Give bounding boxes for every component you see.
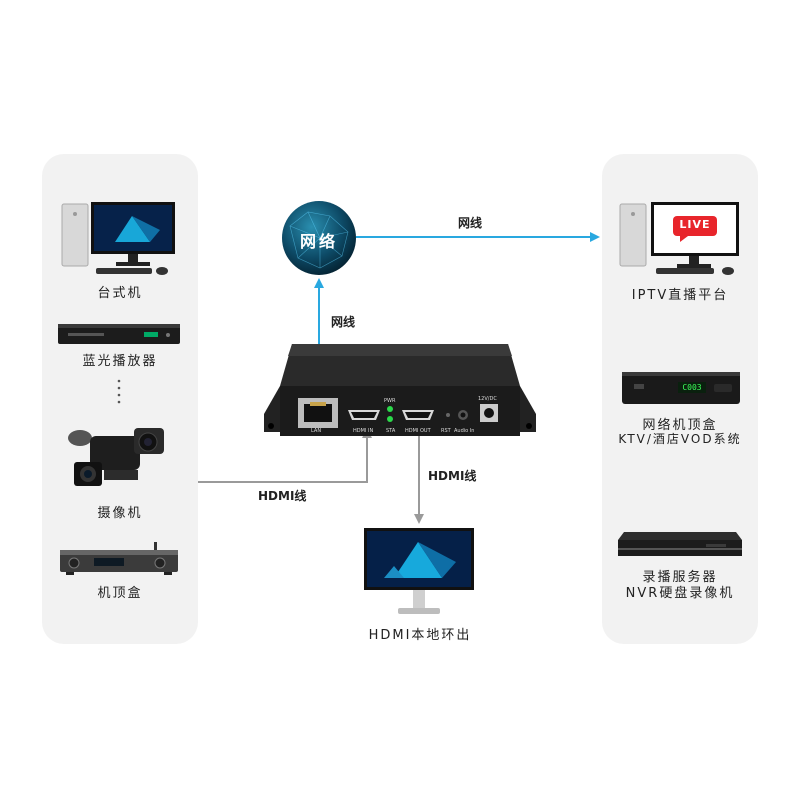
edge-hdmi-in — [198, 428, 372, 483]
left-device-label-camera: 摄像机 — [97, 506, 143, 521]
port-label-power: 12V/DC — [478, 396, 497, 402]
monitor-label: HDMI本地环出 — [368, 628, 472, 643]
port-label-sta: STA — [386, 428, 396, 434]
right-device-label-stb-line1: 网络机顶盒 — [642, 418, 718, 433]
set-top-box-icon — [60, 542, 178, 576]
edge-label-network-to-iptv: 网线 — [458, 216, 483, 230]
right-device-label-stb-line2: KTV/酒店VOD系统 — [618, 432, 742, 446]
network-stb-icon — [622, 370, 740, 406]
desktop-pc-icon — [60, 202, 180, 278]
right-device-label-nvr-line1: 录播服务器 — [642, 570, 718, 585]
port-label-pwr: PWR — [384, 398, 396, 404]
left-device-label-desktop: 台式机 — [97, 286, 143, 301]
more-devices-dots — [114, 378, 124, 412]
port-label-hdmi-out: HDMI OUT — [405, 428, 431, 434]
network-label: 网络 — [299, 232, 338, 251]
video-camera-icon — [64, 420, 172, 492]
port-label-rst: RST — [441, 428, 451, 434]
live-badge: LIVE — [679, 218, 711, 231]
monitor-icon — [364, 528, 474, 618]
left-device-label-bluray: 蓝光播放器 — [82, 354, 158, 369]
port-label-audio-in: Audio In — [454, 428, 475, 434]
edge-label-encoder-to-network: 网线 — [331, 315, 356, 329]
network-globe-icon — [280, 198, 358, 278]
port-label-lan: LAN — [311, 428, 322, 434]
edge-label-hdmi-in: HDMI线 — [258, 489, 307, 503]
live-desktop-icon — [618, 202, 742, 278]
bluray-player-icon — [58, 320, 180, 346]
hdmi-encoder-device: LAN PWR STA HDMI IN HDMI OUT RST Audio I… — [262, 340, 538, 440]
left-device-label-stb: 机顶盒 — [97, 586, 143, 601]
nvr-recorder-icon — [616, 530, 744, 560]
right-device-label-iptv: IPTV直播平台 — [631, 288, 729, 303]
right-device-label-nvr-line2: NVR硬盘录像机 — [625, 586, 735, 601]
stb-display: C003 — [682, 383, 702, 392]
port-label-hdmi-in: HDMI IN — [353, 428, 374, 434]
edge-label-hdmi-out: HDMI线 — [428, 469, 477, 483]
